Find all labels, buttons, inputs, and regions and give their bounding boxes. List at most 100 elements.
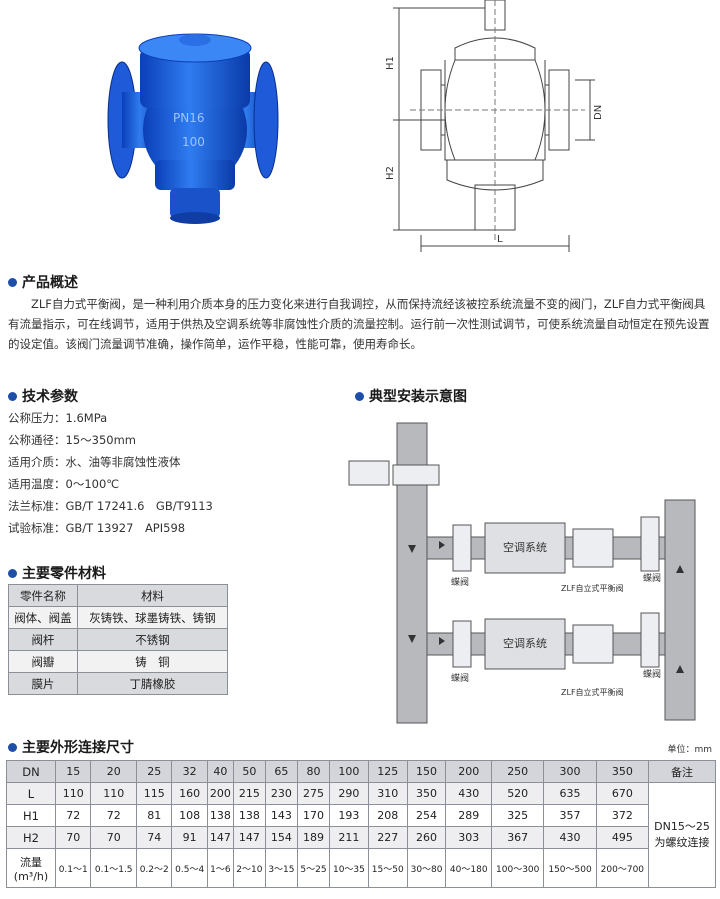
valve-dimension-drawing: H1 H2 DN L [385,0,604,252]
table-cell: 115 [136,782,173,805]
ac-system-label-1: 空调系统 [503,540,547,554]
butterfly-valve-label-1: 蝶阀 [451,576,469,588]
table-cell: 阀瓣 [8,650,78,673]
row-label: H2 [6,826,56,849]
bullet-icon [8,391,17,401]
table-cell: 143 [264,804,298,827]
table-cell: 350 [406,782,447,805]
overview-heading: 产品概述 [8,272,78,292]
table-cell: 170 [296,804,331,827]
table-cell: 200 [445,760,493,783]
table-cell: 154 [264,826,298,849]
bullet-icon [355,391,364,401]
table-cell: 193 [329,804,369,827]
table-cell: 74 [136,826,173,849]
table-cell: 100～300 [491,848,545,888]
table-cell: 70 [54,826,92,849]
table-cell: 膜片 [8,672,78,695]
table-cell: 357 [543,804,597,827]
table-cell: 125 [367,760,408,783]
unit-label: 单位：mm [667,745,712,755]
table-cell: 3～15 [264,848,298,888]
drawing-label-l: L [497,234,503,245]
table-cell: 80 [296,760,331,783]
table-cell: 50 [232,760,266,783]
ac-system-label-2: 空调系统 [503,636,547,650]
table-cell: 670 [595,782,650,805]
table-cell: 189 [296,826,331,849]
table-cell: 289 [445,804,493,827]
table-cell: 160 [171,782,208,805]
table-cell: 32 [171,760,208,783]
table-cell: 138 [206,804,234,827]
bullet-icon [8,568,17,578]
table-cell: 15 [54,760,92,783]
table-cell: 227 [367,826,408,849]
table-cell: 108 [171,804,208,827]
table-cell: 25 [136,760,173,783]
butterfly-valve-label-3: 蝶阀 [643,572,661,584]
valve-marking-100: 100 [182,135,205,149]
table-row: 膜片丁腈橡胶 [8,672,229,695]
row-label: DN [6,760,56,783]
spec-medium: 适用介质：水、油等非腐蚀性液体 [8,455,181,469]
table-cell: 110 [54,782,92,805]
table-cell: 20 [90,760,138,783]
table-cell: 1～6 [206,848,234,888]
table-row: 阀瓣铸 铜 [8,650,229,673]
table-cell: 372 [595,804,650,827]
table-cell: 325 [491,804,545,827]
table-cell: 430 [543,826,597,849]
table-cell: 300 [543,760,597,783]
table-cell: 0.1～1.5 [90,848,138,888]
table-cell: 0.2～2 [136,848,173,888]
table-cell: 150 [406,760,447,783]
table-cell: 72 [90,804,138,827]
table-cell: 208 [367,804,408,827]
table-cell: 430 [445,782,493,805]
table-row: 阀杆不锈钢 [8,628,229,651]
drawing-label-dn: DN [593,105,604,120]
table-cell: 0.5～4 [171,848,208,888]
butterfly-valve-label-2: 蝶阀 [451,672,469,684]
table-cell: 350 [595,760,650,783]
overview-text: ZLF自力式平衡阀，是一种利用介质本身的压力变化来进行自我调控，从而保持流经该被… [8,297,710,351]
table-cell: 40 [206,760,234,783]
spec-diameter: 公称通径：15～350mm [8,433,136,447]
install-heading: 典型安装示意图 [355,386,467,406]
table-cell: 254 [406,804,447,827]
table-cell: 65 [264,760,298,783]
valve-photo: PN16 100 [107,33,279,224]
installation-diagram: 空调系统 空调系统 蝶阀 蝶阀 蝶阀 蝶阀 ZLF自立式平衡阀 ZLF自立式平衡… [348,422,696,724]
materials-header-part: 零件名称 [8,584,78,607]
specs-heading: 技术参数 [8,386,78,406]
table-cell: 250 [491,760,545,783]
table-cell: 灰铸铁、球墨铸铁、铸钢 [76,606,229,629]
spec-test-standard: 试验标准：GB/T 13927 API598 [8,521,186,535]
balance-valve-label-2: ZLF自立式平衡阀 [561,687,624,697]
table-cell: 200 [206,782,234,805]
table-cell: 147 [206,826,234,849]
table-cell: 147 [232,826,266,849]
table-cell: 110 [90,782,138,805]
table-cell: 310 [367,782,408,805]
bullet-icon [8,742,17,752]
row-label: H1 [6,804,56,827]
table-cell: 70 [90,826,138,849]
spec-pressure: 公称压力：1.6MPa [8,411,108,425]
table-cell: 150～500 [543,848,597,888]
table-cell: 81 [136,804,173,827]
table-cell: 635 [543,782,597,805]
table-cell: 72 [54,804,92,827]
table-cell: 230 [264,782,298,805]
table-cell: 100 [329,760,369,783]
table-cell: 520 [491,782,545,805]
table-cell: 2～10 [232,848,266,888]
table-cell: 91 [171,826,208,849]
